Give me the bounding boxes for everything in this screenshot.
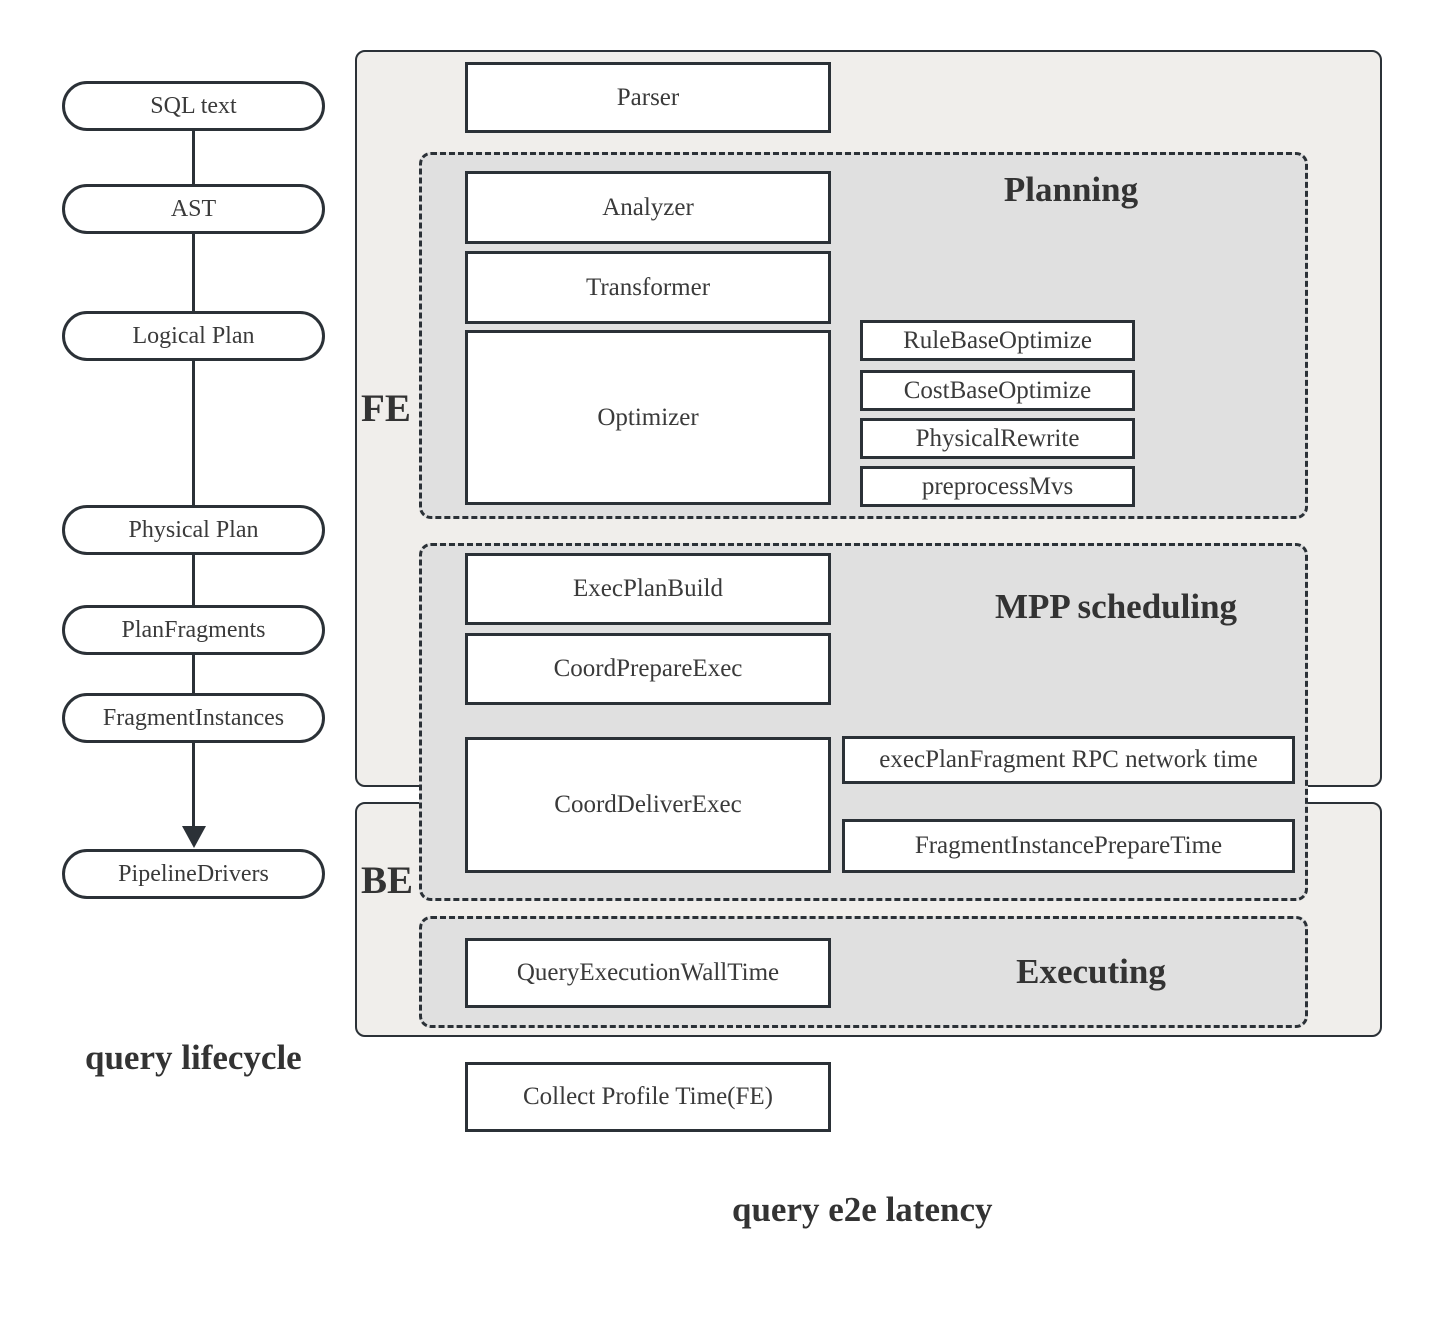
- analyzer-box: Analyzer: [465, 171, 831, 244]
- stage-pill-planfragments: PlanFragments: [62, 605, 325, 655]
- flow-connector-1: [192, 131, 195, 184]
- parser-box: Parser: [465, 62, 831, 133]
- queryexecutionwalltime-box: QueryExecutionWallTime: [465, 938, 831, 1008]
- rulebaseoptimize-box: RuleBaseOptimize: [860, 320, 1135, 361]
- stage-pill-ast: AST: [62, 184, 325, 234]
- fragment-instance-prepare-time-box: FragmentInstancePrepareTime: [842, 819, 1295, 873]
- stage-pill-sql-text: SQL text: [62, 81, 325, 131]
- stage-pill-fragmentinstances: FragmentInstances: [62, 693, 325, 743]
- query-e2e-latency-title: query e2e latency: [732, 1190, 993, 1229]
- coorddeliverexec-box: CoordDeliverExec: [465, 737, 831, 873]
- query-lifecycle-title: query lifecycle: [85, 1038, 302, 1077]
- collect-profile-time-box: Collect Profile Time(FE): [465, 1062, 831, 1132]
- transformer-box: Transformer: [465, 251, 831, 324]
- flow-arrowhead: [182, 826, 206, 848]
- physicalrewrite-box: PhysicalRewrite: [860, 418, 1135, 459]
- optimizer-box: Optimizer: [465, 330, 831, 505]
- mpp-scheduling-title: MPP scheduling: [994, 587, 1238, 626]
- costbaseoptimize-box: CostBaseOptimize: [860, 370, 1135, 411]
- planning-title: Planning: [1003, 170, 1139, 209]
- stage-pill-pipelinedrivers: PipelineDrivers: [62, 849, 325, 899]
- rpc-network-time-box: execPlanFragment RPC network time: [842, 736, 1295, 784]
- coordprepareexec-box: CoordPrepareExec: [465, 633, 831, 705]
- flow-connector-3: [192, 361, 195, 505]
- flow-connector-2: [192, 234, 195, 311]
- executing-title: Executing: [1016, 952, 1166, 991]
- be-label: BE: [361, 859, 414, 902]
- flow-connector-4: [192, 555, 195, 605]
- flow-connector-5: [192, 655, 195, 693]
- stage-pill-physical-plan: Physical Plan: [62, 505, 325, 555]
- fe-label: FE: [361, 387, 411, 430]
- preprocessmvs-box: preprocessMvs: [860, 466, 1135, 507]
- execplanbuild-box: ExecPlanBuild: [465, 553, 831, 625]
- stage-pill-logical-plan: Logical Plan: [62, 311, 325, 361]
- flow-connector-6: [192, 743, 195, 828]
